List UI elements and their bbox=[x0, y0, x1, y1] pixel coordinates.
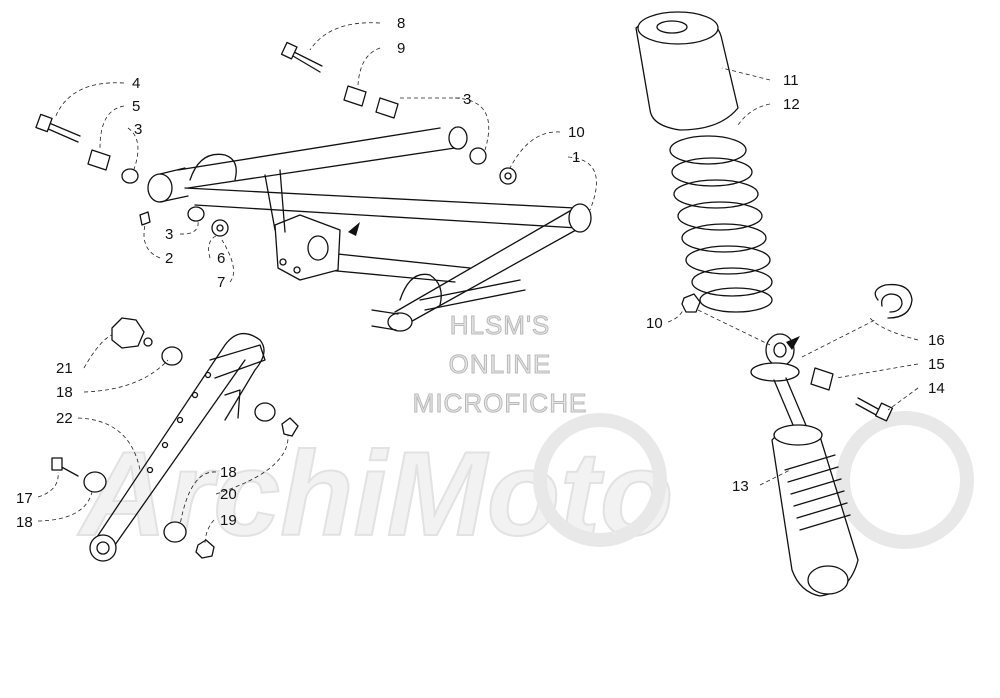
leader-lines bbox=[37, 22, 919, 546]
callout-18: 18 bbox=[220, 464, 237, 481]
watermark: ArchiMoto HLSM'S ONLINE MICROFICHE bbox=[76, 310, 974, 562]
callout-16: 16 bbox=[928, 332, 945, 349]
callout-18: 18 bbox=[56, 384, 73, 401]
callout-21: 21 bbox=[56, 360, 73, 377]
watermark-wheel-rear bbox=[836, 411, 974, 549]
callout-7: 7 bbox=[217, 274, 225, 291]
callout-22: 22 bbox=[56, 410, 73, 427]
callout-9: 9 bbox=[397, 40, 405, 57]
left-hardware bbox=[35, 41, 517, 237]
callout-6: 6 bbox=[217, 250, 225, 267]
callout-20: 20 bbox=[220, 486, 237, 503]
callout-5: 5 bbox=[132, 98, 140, 115]
callout-18: 18 bbox=[16, 514, 33, 531]
watermark-line2: ONLINE bbox=[449, 349, 552, 379]
callout-10: 10 bbox=[568, 124, 585, 141]
watermark-wheel-front bbox=[533, 413, 667, 547]
callout-4: 4 bbox=[132, 75, 140, 92]
callout-12: 12 bbox=[783, 96, 800, 113]
callout-3: 3 bbox=[463, 91, 471, 108]
callout-19: 19 bbox=[220, 512, 237, 529]
callout-17: 17 bbox=[16, 490, 33, 507]
callout-3: 3 bbox=[165, 226, 173, 243]
callout-1: 1 bbox=[572, 149, 580, 166]
callout-11: 11 bbox=[783, 72, 799, 89]
watermark-line3: MICROFICHE bbox=[413, 388, 588, 418]
callouts: 8 9 4 5 3 3 3 2 6 7 10 1 11 12 10 16 15 … bbox=[16, 15, 945, 531]
shock-assembly bbox=[635, 11, 913, 597]
a-arm-assembly bbox=[147, 126, 592, 332]
callout-13: 13 bbox=[732, 478, 749, 495]
callout-10: 10 bbox=[646, 315, 663, 332]
callout-8: 8 bbox=[397, 15, 405, 32]
strap-assembly bbox=[51, 317, 299, 562]
callout-14: 14 bbox=[928, 380, 945, 397]
callout-3: 3 bbox=[134, 121, 142, 138]
callout-15: 15 bbox=[928, 356, 945, 373]
callout-2: 2 bbox=[165, 250, 173, 267]
shock-spring bbox=[669, 135, 773, 313]
watermark-line1: HLSM'S bbox=[450, 310, 551, 340]
